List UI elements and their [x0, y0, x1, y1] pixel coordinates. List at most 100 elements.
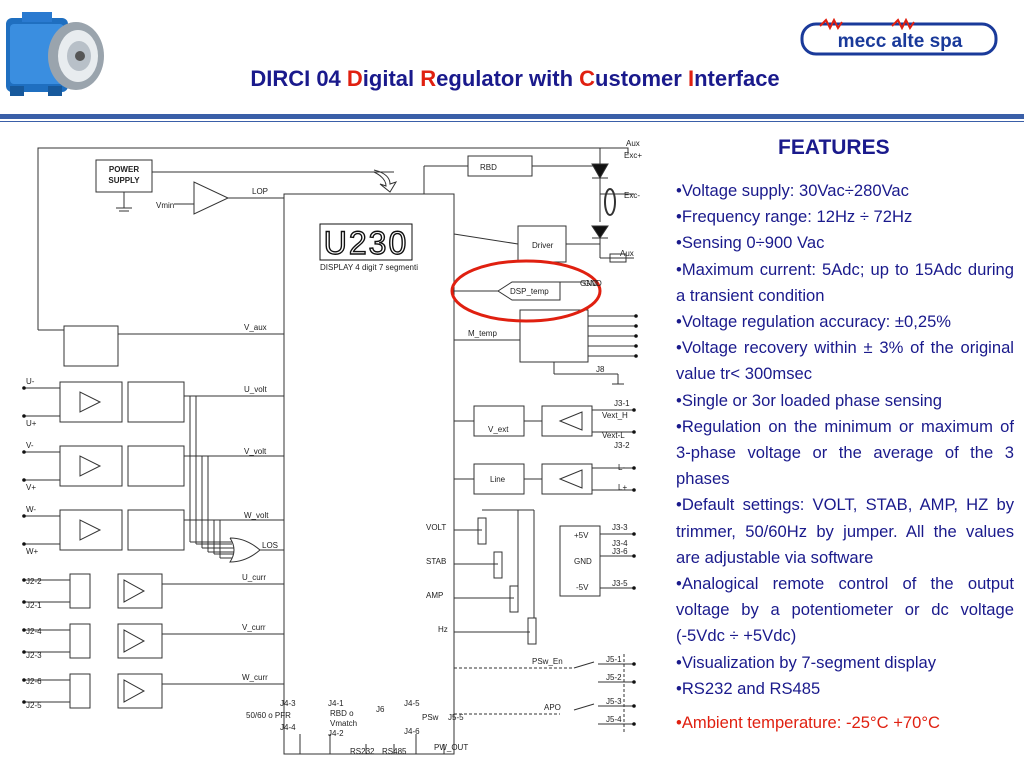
terminal-label: J3-1	[614, 399, 630, 408]
bottom-label: J4-5	[404, 699, 420, 708]
terminal-label: GND	[584, 279, 602, 288]
display-caption: DISPLAY 4 digit 7 segmenti	[320, 263, 418, 272]
terminal-label: Exc-	[624, 191, 640, 200]
feature-item: •Maximum current: 5Adc; up to 15Adc duri…	[676, 259, 1014, 305]
signal-label: AMP	[426, 591, 443, 600]
gnd-top-label: GND	[580, 279, 598, 288]
feature-item: •Single or 3or loaded phase sensing	[676, 390, 942, 410]
terminal-label: J3-5	[612, 579, 628, 588]
terminal-label: Aux	[626, 139, 640, 148]
v-ext-label: V_ext	[488, 425, 509, 434]
bottom-label: 50/60 o PFR	[246, 711, 291, 720]
terminal-label: Vext_H	[602, 411, 628, 420]
signal-label: LOS	[262, 541, 278, 550]
terminal-label: U-	[26, 377, 35, 386]
power-supply-label-2: SUPPLY	[108, 176, 140, 185]
feature-item: •Voltage supply: 30Vac÷280Vac	[676, 181, 909, 200]
bottom-label: Vmatch	[330, 719, 357, 728]
terminal-label: J3-3	[612, 523, 628, 532]
terminal-label: U+	[26, 419, 37, 428]
features-heading: FEATURES	[778, 136, 890, 159]
terminal-label: J2-4	[26, 627, 42, 636]
mecc-alte-logo: mecc alte spa	[800, 18, 998, 56]
bottom-label: J4-2	[328, 729, 344, 738]
signal-label: W_curr	[242, 673, 268, 682]
terminal-label: W-	[26, 505, 36, 514]
feature-item: •Analogical remote control of the output…	[676, 574, 1014, 646]
terminal-label: L-	[618, 463, 625, 472]
generator-image	[6, 12, 104, 96]
terminal-label: GND	[574, 557, 592, 566]
signal-label: U_volt	[244, 385, 267, 394]
bottom-label: RS232	[350, 747, 375, 756]
terminal-label: Vext-L	[602, 431, 625, 440]
terminal-label: J5-1	[606, 655, 622, 664]
terminal-label: -5V	[576, 583, 589, 592]
dsp-temp-label: DSP_temp	[510, 287, 549, 296]
terminal-label: J3-2	[614, 441, 630, 450]
terminal-label: J2-1	[26, 601, 42, 610]
vmin-label: Vmin	[156, 201, 174, 210]
terminal-label: Exc+	[624, 151, 642, 160]
bottom-label: J4-4	[280, 723, 296, 732]
signal-label: V_volt	[244, 447, 267, 456]
signal-label: PSw_En	[532, 657, 563, 666]
signal-label: VOLT	[426, 523, 446, 532]
bottom-label: RBD o	[330, 709, 354, 718]
header-divider	[0, 114, 1024, 119]
highlight-ring	[450, 259, 602, 323]
feature-item: •Frequency range: 12Hz ÷ 72Hz	[676, 207, 913, 227]
page-title: DIRCI 04 Digital Regulator with Customer…	[250, 66, 780, 91]
m-temp-label: M_temp	[468, 329, 497, 338]
bottom-label: PW_OUT	[434, 743, 468, 752]
terminal-label: J2-3	[26, 651, 42, 660]
terminal-label: V+	[26, 483, 36, 492]
logo-text: mecc alte spa	[838, 31, 963, 52]
signal-label: V_aux	[244, 323, 267, 332]
lop-label: LOP	[252, 187, 268, 196]
line-label: Line	[490, 475, 506, 484]
terminal-label: J2-2	[26, 577, 42, 586]
terminal-label: L+	[618, 483, 627, 492]
terminal-label: W+	[26, 547, 39, 556]
terminal-label: J5-2	[606, 673, 622, 682]
signal-label: Hz	[438, 625, 448, 634]
feature-item: •RS232 and RS485	[676, 678, 821, 698]
feature-item: •Voltage recovery within ± 3% of the ori…	[676, 338, 1014, 384]
terminal-label: J2-6	[26, 677, 42, 686]
terminal-label: J5-3	[606, 697, 622, 706]
seven-segment-display: U230	[324, 225, 409, 261]
bottom-label: J4-1	[328, 699, 344, 708]
block-diagram: U230 DISPLAY 4 digit 7 segmenti POWER SU…	[22, 139, 642, 756]
feature-item: •Voltage regulation accuracy: ±0,25%	[676, 312, 952, 332]
bottom-label: J6	[376, 705, 385, 714]
terminal-label: J5-4	[606, 715, 622, 724]
signal-label: U_curr	[242, 573, 266, 582]
bottom-label: RS485	[382, 747, 407, 756]
signal-label: STAB	[426, 557, 446, 566]
feature-item: •Default settings: VOLT, STAB, AMP, HZ b…	[676, 495, 1014, 567]
driver-label: Driver	[532, 241, 554, 250]
feature-item: •Sensing 0÷900 Vac	[676, 233, 825, 253]
terminal-label: V-	[26, 441, 34, 450]
signal-label: W_volt	[244, 511, 269, 520]
bottom-label: PSw	[422, 713, 439, 722]
power-supply-label-1: POWER	[109, 165, 139, 174]
bottom-label: J5-5	[448, 713, 464, 722]
features-list: •Voltage supply: 30Vac÷280Vac •Frequency…	[676, 178, 1014, 736]
terminal-label: +5V	[574, 531, 589, 540]
rbd-block-label: RBD	[480, 163, 497, 172]
feature-item: •Visualization by 7-segment display	[676, 652, 937, 672]
terminal-label: J3-4	[612, 539, 628, 548]
feature-item-highlight: •Ambient temperature: -25°C +70°C	[676, 713, 940, 733]
terminal-label: J3-6	[612, 547, 628, 556]
bottom-label: J4-6	[404, 727, 420, 736]
header-divider-thin	[0, 121, 1024, 122]
signal-label: APO	[544, 703, 561, 712]
feature-item: •Regulation on the minimum or maximum of…	[676, 416, 1014, 489]
bottom-label: J4-3	[280, 699, 296, 708]
terminal-label: J8	[596, 365, 605, 374]
terminal-label: Aux	[620, 249, 634, 258]
signal-label: V_curr	[242, 623, 266, 632]
terminal-label: J2-5	[26, 701, 42, 710]
